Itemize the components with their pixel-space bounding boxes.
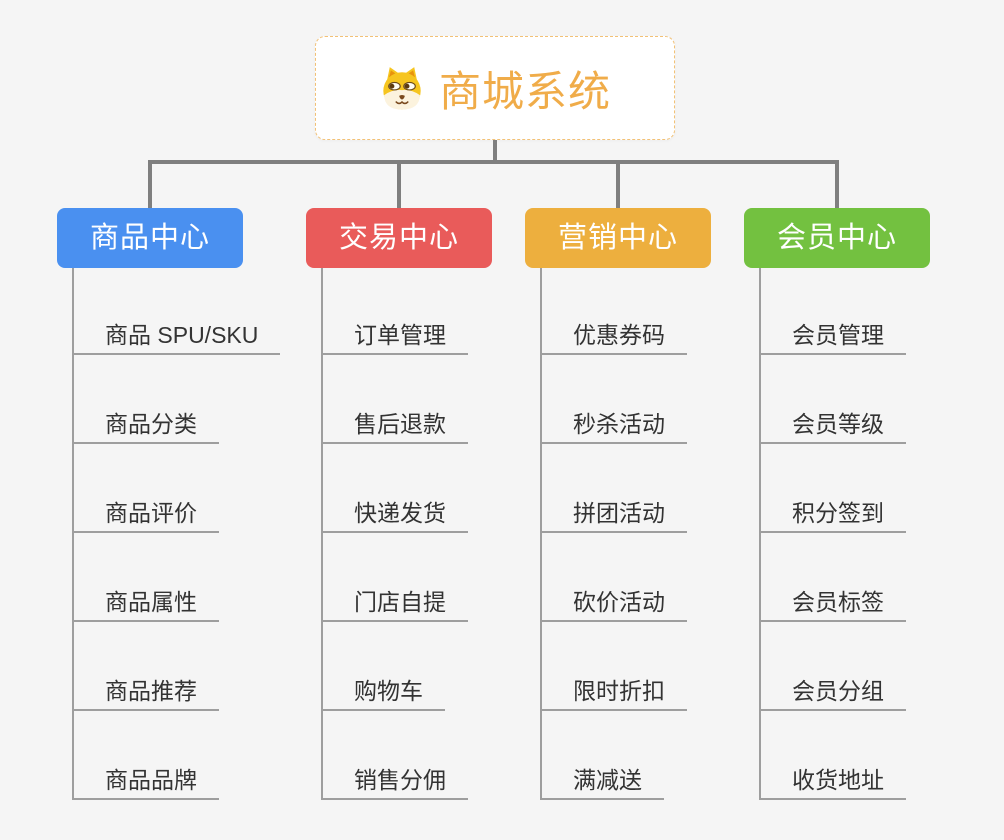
branch-header-member[interactable]: 会员中心: [744, 208, 930, 268]
leaf-item[interactable]: 售后退款: [321, 408, 468, 444]
leaf-item[interactable]: 积分签到: [759, 497, 906, 533]
leaf-item[interactable]: 商品评价: [72, 497, 219, 533]
leaf-item[interactable]: 满减送: [540, 764, 664, 800]
leaf-item[interactable]: 会员标签: [759, 586, 906, 622]
drop-line-trade: [397, 160, 401, 210]
branch-trunk-line: [321, 268, 323, 800]
drop-line-product: [148, 160, 152, 210]
leaf-item[interactable]: 销售分佣: [321, 764, 468, 800]
leaf-item[interactable]: 收货地址: [759, 764, 906, 800]
drop-line-marketing: [616, 160, 620, 210]
drop-line-member: [835, 160, 839, 210]
root-node[interactable]: 商城系统: [315, 36, 675, 140]
leaf-item[interactable]: 限时折扣: [540, 675, 687, 711]
branch-header-marketing[interactable]: 营销中心: [525, 208, 711, 268]
root-stub-line: [493, 140, 497, 162]
leaf-item[interactable]: 砍价活动: [540, 586, 687, 622]
leaf-item[interactable]: 秒杀活动: [540, 408, 687, 444]
leaf-item[interactable]: 优惠券码: [540, 319, 687, 355]
leaf-item[interactable]: 会员分组: [759, 675, 906, 711]
leaf-item[interactable]: 拼团活动: [540, 497, 687, 533]
leaf-item[interactable]: 会员管理: [759, 319, 906, 355]
leaf-item[interactable]: 快递发货: [321, 497, 468, 533]
branch-header-product[interactable]: 商品中心: [57, 208, 243, 268]
leaf-item[interactable]: 会员等级: [759, 408, 906, 444]
leaf-item[interactable]: 商品 SPU/SKU: [72, 319, 281, 355]
branch-trunk-line: [759, 268, 761, 800]
leaf-item[interactable]: 订单管理: [321, 319, 468, 355]
leaf-item[interactable]: 商品推荐: [72, 675, 219, 711]
root-title: 商城系统: [438, 67, 611, 115]
branch-trunk-line: [540, 268, 542, 800]
dog-face-icon: [383, 67, 421, 110]
leaf-item[interactable]: 商品分类: [72, 408, 219, 444]
branch-horizontal-line: [148, 160, 839, 164]
branch-trunk-line: [72, 268, 74, 800]
leaf-item[interactable]: 商品品牌: [72, 764, 219, 800]
branch-header-trade[interactable]: 交易中心: [306, 208, 492, 268]
leaf-item[interactable]: 购物车: [321, 675, 445, 711]
leaf-item[interactable]: 门店自提: [321, 586, 468, 622]
leaf-item[interactable]: 商品属性: [72, 586, 219, 622]
